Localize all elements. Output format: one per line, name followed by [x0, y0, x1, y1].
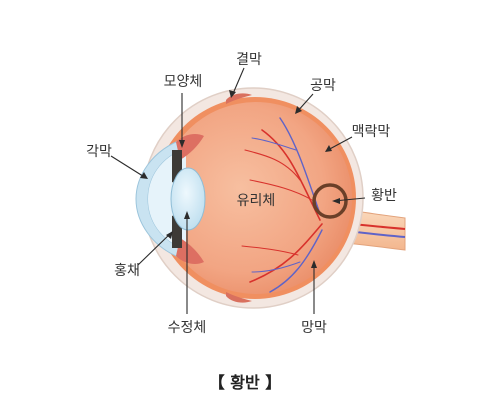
label-vitreous: 유리체 — [237, 193, 276, 209]
label-retina: 망막 — [301, 320, 327, 336]
label-sclera: 공막 — [310, 78, 336, 94]
label-ciliary-body: 모양체 — [164, 74, 203, 90]
ciliary-body-lower — [176, 238, 204, 264]
leader-iris — [137, 231, 173, 266]
vitreous-body — [160, 102, 352, 294]
arrowhead-choroid — [325, 145, 332, 152]
leader-conjunctiva — [231, 67, 245, 97]
lens — [170, 167, 206, 231]
label-lens: 수정체 — [168, 320, 207, 336]
leader-cornea — [110, 155, 147, 179]
arrowhead-sclera — [295, 106, 302, 114]
arrowhead-macula — [332, 198, 340, 204]
arrowhead-ciliary-body — [179, 140, 185, 148]
arrowhead-lens — [184, 211, 190, 219]
arrowhead-retina — [311, 260, 317, 268]
conjunctiva-lower — [226, 292, 252, 303]
diagram-caption: 【 황반 】 — [209, 373, 282, 392]
macula-ring — [312, 183, 348, 219]
label-iris: 홍채 — [114, 263, 140, 279]
arrowhead-iris — [166, 231, 173, 239]
label-macula: 황반 — [371, 188, 397, 204]
arrowhead-cornea — [140, 172, 148, 179]
label-conjunctiva: 결막 — [236, 52, 262, 68]
label-choroid: 맥락막 — [352, 124, 391, 140]
arrowhead-conjunctiva — [229, 90, 236, 98]
label-cornea: 각막 — [86, 144, 112, 160]
